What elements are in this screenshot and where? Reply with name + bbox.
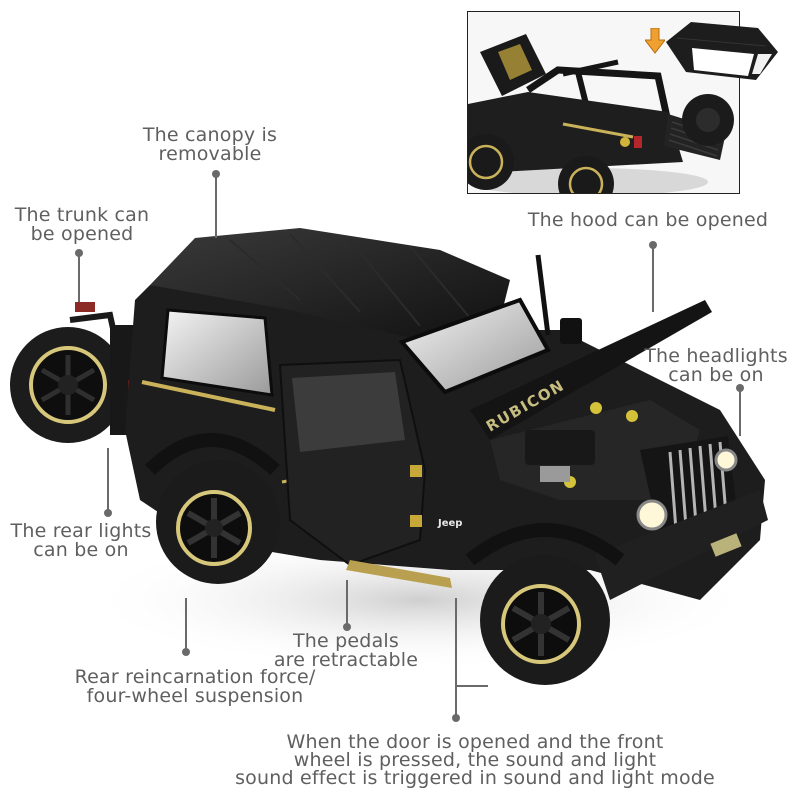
callout-line [346,580,348,625]
callout-line [78,255,80,302]
callout-dot [104,509,112,517]
callout-line [455,598,457,716]
callout-dot [343,623,351,631]
callout-rear-lights-on: The rear lights can be on [10,520,152,561]
callout-line [739,390,741,436]
callout-dot [75,249,83,257]
down-arrow-icon [645,28,665,54]
removed-canopy-roof [666,22,778,80]
callout-line [185,598,187,650]
callout-four-wheel-suspension: Rear reincarnation force/ four-wheel sus… [74,666,316,707]
callout-hood-opens: The hood can be opened [527,209,769,231]
callout-line [215,176,217,238]
callout-line [107,448,109,510]
callout-dot [212,170,220,178]
rear-wheel [156,460,280,584]
callout-dot [452,714,460,722]
inset-vehicle-illustration [468,12,739,193]
front-wheel [480,555,610,685]
callout-dot [182,648,190,656]
callout-sound-light-mode: When the door is opened and the front wh… [235,731,715,789]
callout-dot [736,384,744,392]
callout-line [455,685,488,687]
spare-tire [10,327,126,443]
callout-trunk-opens: The trunk can be opened [14,204,150,245]
callout-dot [649,241,657,249]
callout-pedals-retractable: The pedals are retractable [273,630,419,671]
callout-canopy-removable: The canopy is removable [142,124,278,165]
jeep-badge: Jeep [437,518,462,529]
callout-line [652,247,654,312]
callout-headlights-on: The headlights can be on [644,345,788,386]
